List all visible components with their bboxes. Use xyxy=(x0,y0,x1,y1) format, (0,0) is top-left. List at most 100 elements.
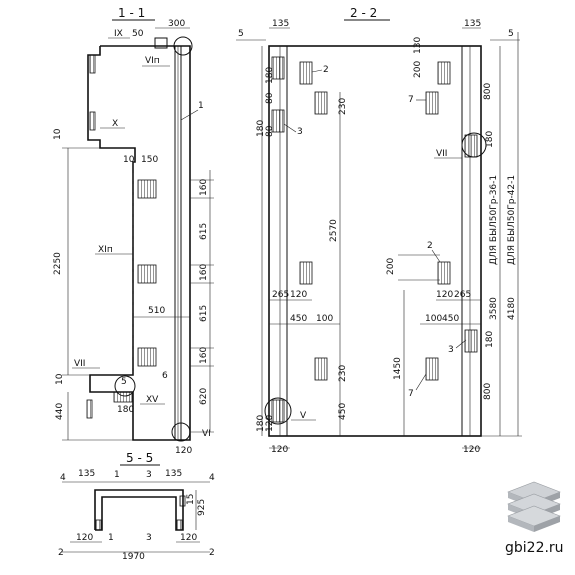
mark-1: 1 xyxy=(108,533,114,543)
embedded-plate xyxy=(314,357,328,381)
dim-120: 120 xyxy=(271,445,288,455)
dim-135: 135 xyxy=(272,19,289,29)
dim-800: 800 xyxy=(483,83,493,100)
detail-circle-VIn xyxy=(173,36,193,56)
mark-4: 4 xyxy=(209,473,215,483)
dim-200: 200 xyxy=(413,61,423,78)
embedded-plate xyxy=(437,61,451,85)
detail-circle-V xyxy=(264,397,292,425)
dim-10: 10 xyxy=(123,155,135,165)
dim-620: 620 xyxy=(199,388,209,405)
dim-80: 80 xyxy=(265,125,275,137)
dim-80: 80 xyxy=(265,92,275,104)
mark-2: 2 xyxy=(209,548,215,558)
dim-120: 120 xyxy=(436,290,453,300)
embedded-plate xyxy=(271,109,285,133)
dim-120: 120 xyxy=(265,415,275,432)
embedded-plate xyxy=(437,261,451,285)
embedded-plate xyxy=(464,329,478,353)
detail-circle-VH xyxy=(461,132,487,158)
dim-180: 180 xyxy=(256,120,266,137)
dim-10: 10 xyxy=(53,128,63,140)
embedded-plate xyxy=(179,495,186,507)
mark-7: 7 xyxy=(408,95,414,105)
mark-V: V xyxy=(300,411,307,421)
dim-615: 615 xyxy=(199,223,209,240)
embedded-plate xyxy=(89,111,96,131)
embedded-plate xyxy=(86,399,93,419)
dim-10: 10 xyxy=(55,373,65,385)
mark-5: 5 xyxy=(508,29,514,39)
dim-4180: 4180 xyxy=(507,297,517,320)
mark-VH: VII xyxy=(436,149,447,159)
mark-1: 1 xyxy=(198,101,204,111)
mark-2: 2 xyxy=(58,548,64,558)
lifting-loop xyxy=(154,37,168,49)
dim-160: 160 xyxy=(199,264,209,281)
embedded-plate xyxy=(113,391,133,403)
dim-1970: 1970 xyxy=(122,552,145,562)
dim-450: 450 xyxy=(290,314,307,324)
dim-230: 230 xyxy=(338,98,348,115)
section-2-2-title: 2 - 2 xyxy=(350,6,377,20)
dim-180: 180 xyxy=(485,131,495,148)
dim-180: 180 xyxy=(265,67,275,84)
mark-IX: IX xyxy=(114,29,123,39)
mark-5: 5 xyxy=(121,377,127,387)
mark-XV: XV xyxy=(146,395,159,405)
section-1-1-title: 1 - 1 xyxy=(118,6,145,20)
mark-4: 4 xyxy=(60,473,66,483)
dim-925: 925 xyxy=(197,499,207,516)
mark-7: 7 xyxy=(408,389,414,399)
dim-450: 450 xyxy=(442,314,459,324)
dim-440: 440 xyxy=(55,403,65,420)
dim-120: 120 xyxy=(180,533,197,543)
dim-160: 160 xyxy=(199,347,209,364)
dim-200: 200 xyxy=(386,258,396,275)
dim-2250: 2250 xyxy=(53,252,63,275)
mark-2: 2 xyxy=(323,65,329,75)
mark-5: 5 xyxy=(238,29,244,39)
dim-135: 135 xyxy=(464,19,481,29)
dim-135: 135 xyxy=(78,469,95,479)
dim-135: 135 xyxy=(165,469,182,479)
dim-150: 150 xyxy=(141,155,158,165)
dim-160: 160 xyxy=(199,179,209,196)
embedded-plate xyxy=(137,264,157,284)
dim-265: 265 xyxy=(454,290,471,300)
dim-450: 450 xyxy=(338,403,348,420)
dim-510: 510 xyxy=(148,306,165,316)
dim-2570: 2570 xyxy=(329,219,339,242)
dim-230: 230 xyxy=(338,365,348,382)
mark-VIn: VIп xyxy=(145,56,160,66)
dim-100: 100 xyxy=(425,314,442,324)
section-5-5-title: 5 - 5 xyxy=(126,451,153,465)
note-for-panel-36: ДЛЯ БЫЛ50Гр-36-1 xyxy=(489,175,499,265)
mark-2: 2 xyxy=(427,241,433,251)
mark-1: 1 xyxy=(114,470,120,480)
section-2-2: 2 - 2 135 135 5 5 18 xyxy=(236,6,522,455)
embedded-plate xyxy=(425,357,439,381)
embedded-plate xyxy=(425,91,439,115)
embedded-plate xyxy=(137,179,157,199)
dim-800: 800 xyxy=(483,383,493,400)
embedded-plate xyxy=(95,519,102,531)
embedded-plate xyxy=(176,519,183,531)
mark-X: X xyxy=(112,119,118,129)
embedded-plate xyxy=(299,61,313,85)
embedded-plate xyxy=(89,54,96,74)
embedded-plate xyxy=(137,347,157,367)
mark-3: 3 xyxy=(146,470,152,480)
dim-120: 120 xyxy=(175,446,192,456)
mark-3: 3 xyxy=(146,533,152,543)
dim-130: 130 xyxy=(413,37,423,54)
mark-VII: VII xyxy=(74,359,85,369)
embedded-plate xyxy=(271,56,285,80)
dim-180: 180 xyxy=(485,331,495,348)
mark-3: 3 xyxy=(297,127,303,137)
dim-265: 265 xyxy=(272,290,289,300)
mark-VI: VI xyxy=(202,429,211,439)
dim-180: 180 xyxy=(256,415,266,432)
panel-outline-2-2 xyxy=(268,45,482,437)
